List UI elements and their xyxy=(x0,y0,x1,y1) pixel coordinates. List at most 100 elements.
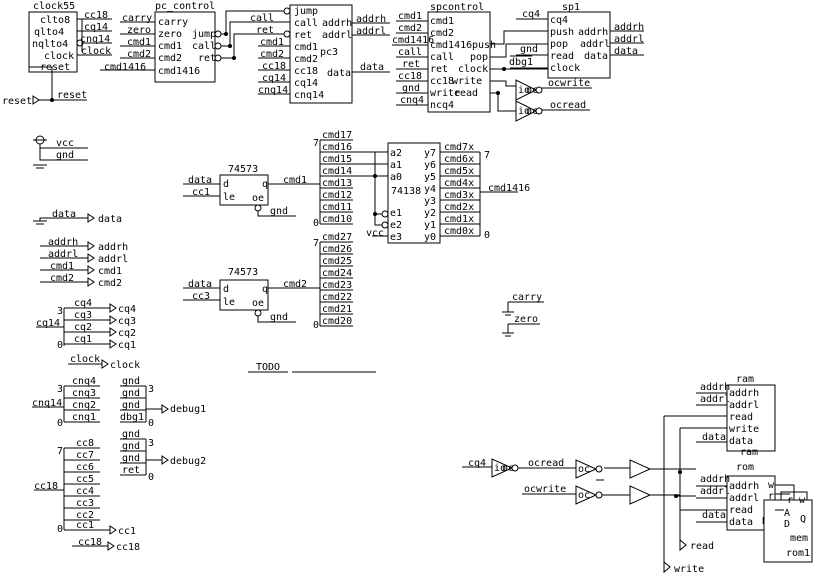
cmd1-net: cmd10 xyxy=(322,214,352,225)
ram-title2: ram xyxy=(740,447,758,458)
pc3-out: data xyxy=(360,62,384,73)
cmd1-lo: 0 xyxy=(313,218,319,229)
clock55-block[interactable]: clock55 clto8 qlto4 nqlto4 clock reset c… xyxy=(2,1,112,107)
rom-in: data xyxy=(702,510,726,521)
ram-pin: addrl xyxy=(729,400,759,411)
dec-out-net: cmd3x xyxy=(444,190,474,201)
dec-out-net: cmd5x xyxy=(444,166,474,177)
rom-title: rom xyxy=(736,462,754,473)
latch1-pin: q xyxy=(262,179,268,190)
bio-oc: oc xyxy=(502,463,514,474)
alias-out: addrl xyxy=(98,254,128,265)
dbg2-in: gnd xyxy=(122,441,140,452)
dec-pin: y6 xyxy=(424,160,436,171)
ram-pin: write xyxy=(729,424,759,435)
sp1-block[interactable]: sp1 cq4 push pop read clock addrh addrl … xyxy=(509,2,644,79)
latch2-pin: oe xyxy=(252,298,264,309)
pc-control-block[interactable]: pc_control carry zero cmd1 cmd2 cmd1416 … xyxy=(100,1,285,83)
pc3-pin: ret xyxy=(294,30,312,41)
pc3-pin: jump xyxy=(294,6,318,17)
dec-pin: y7 xyxy=(424,148,436,159)
cc-lo: 0 xyxy=(57,524,63,535)
rom-pin: r xyxy=(768,491,774,502)
cmd2-net: cmd23 xyxy=(322,280,352,291)
cmd1-net: cmd14 xyxy=(322,166,352,177)
spcontrol-pin: cc18 xyxy=(430,76,454,87)
clock55-out-label: cnq14 xyxy=(80,34,110,45)
dec-out-net: cmd6x xyxy=(444,154,474,165)
cmd2-lo: 0 xyxy=(313,320,319,331)
dec-pin: a1 xyxy=(390,160,402,171)
latch1-gnd: gnd xyxy=(270,206,288,217)
spcontrol-pin: cmd2 xyxy=(430,28,454,39)
spcontrol-in: ret xyxy=(402,59,420,70)
pc-control-pin: call xyxy=(192,41,216,52)
spcontrol-pin: read xyxy=(454,88,478,99)
sp1-pin: pop xyxy=(550,39,568,50)
latch2-out: cmd2 xyxy=(283,279,307,290)
latch1-pin: le xyxy=(223,192,235,203)
io-gates-top[interactable]: io oc ocwrite io oc ocread xyxy=(515,78,592,122)
decoder-74138[interactable]: a2 a1 a0 e1 e2 e3 74138 y7 y6 y5 y4 y3 y… xyxy=(366,142,530,244)
dbg1-lo: 0 xyxy=(148,418,154,429)
zero-flag: zero xyxy=(514,314,538,325)
pc3-pin: cnq14 xyxy=(294,90,324,101)
pc-control-in: zero xyxy=(127,25,151,36)
clock55-pin: nqlto4 xyxy=(32,39,68,50)
sp1-in: cq4 xyxy=(522,9,540,20)
gnd-label: gnd xyxy=(56,150,74,161)
sp1-pin: read xyxy=(550,51,574,62)
ram-pin: addrh xyxy=(729,388,759,399)
cc-net: cc2 xyxy=(76,510,94,521)
spcontrol-in: cc18 xyxy=(398,71,422,82)
cmd1-net: cmd16 xyxy=(322,142,352,153)
cq-out: cq3 xyxy=(118,316,136,327)
bio-oc: oc xyxy=(578,464,590,475)
latch1-in: cc1 xyxy=(192,187,210,198)
cmd2-net: cmd20 xyxy=(322,316,352,327)
spcontrol-block[interactable]: spcontrol cmd1 cmd2 cmd1416 call ret cc1… xyxy=(392,2,548,113)
cc-split: 7 0 cc18 cc8 cc7 cc6 cc5 cc4 cc3 cc2 cc1… xyxy=(34,429,206,553)
spcontrol-in: cmd1 xyxy=(398,11,422,22)
dec-hi: 7 xyxy=(484,150,490,161)
dec-pin: y2 xyxy=(424,208,436,219)
io-gate-out: ocwrite xyxy=(548,78,590,89)
latch1-74573[interactable]: 74573 d le q oe data cc1 cmd1 gnd xyxy=(183,164,320,217)
cq-in: cq4 xyxy=(74,298,92,309)
cq-in: cq2 xyxy=(74,322,92,333)
latch2-title: 74573 xyxy=(228,267,258,278)
dec-lo: 0 xyxy=(484,230,490,241)
alias-in: addrh xyxy=(48,237,78,248)
spcontrol-pin: call xyxy=(430,52,454,63)
sp1-pin: addrh xyxy=(578,27,608,38)
rom-in: addrl xyxy=(700,486,730,497)
spcontrol-pin: ncq4 xyxy=(430,100,454,111)
io-gate-label: oc xyxy=(526,85,538,96)
sp1-out: addrl xyxy=(614,34,644,45)
ram-block[interactable]: ram ram addrh addrl read write data addr… xyxy=(664,374,776,458)
cmd1-net: cmd15 xyxy=(322,154,352,165)
cq-out: cq1 xyxy=(118,340,136,351)
data-alias: data data xyxy=(33,209,122,225)
cq-in: cq3 xyxy=(74,310,92,321)
latch2-74573[interactable]: 74573 d le q oe data cc3 cmd2 gnd xyxy=(183,267,320,323)
rom-pin: addrh xyxy=(729,481,759,492)
spcontrol-pin: clock xyxy=(458,64,488,75)
dec-pin: y5 xyxy=(424,172,436,183)
alias-in: addrl xyxy=(48,249,78,260)
pc-control-pin: jump xyxy=(192,29,216,40)
pc3-block[interactable]: jump call ret cmd1 cmd2 cc18 cq14 cnq14 … xyxy=(248,4,390,104)
pc-control-pin: carry xyxy=(158,17,188,28)
dec-out-net: cmd2x xyxy=(444,202,474,213)
cq-out: cq2 xyxy=(118,328,136,339)
pc3-in: cmd1 xyxy=(260,37,284,48)
cc-net: cc6 xyxy=(76,462,94,473)
spcontrol-in: cmd2 xyxy=(398,23,422,34)
cc-net: cc1 xyxy=(76,520,94,531)
rom-block[interactable]: rom addrh addrl read data w r A D Q addr… xyxy=(680,462,813,563)
dec-out-net: cmd0x xyxy=(444,226,474,237)
dec-pin: y4 xyxy=(424,184,436,195)
io-gates-bottom[interactable]: cq4 io oc ocread ocwrite oc oc read writ… xyxy=(462,416,714,575)
dec-out-net: cmd1x xyxy=(444,214,474,225)
